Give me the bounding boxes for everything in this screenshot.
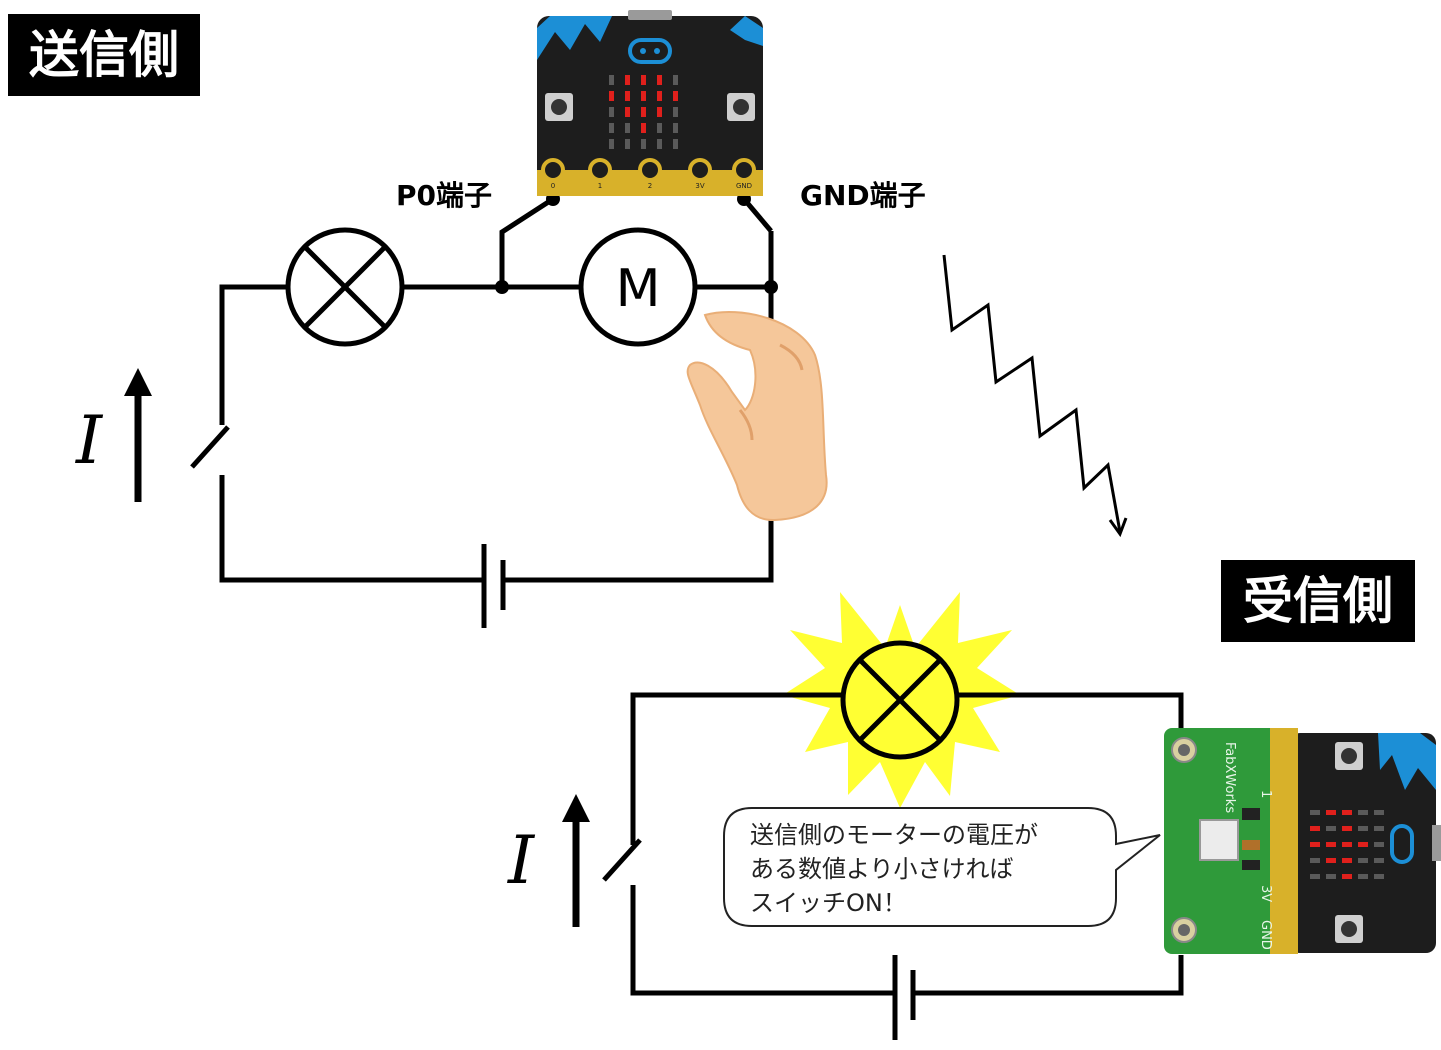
sender-switch-lever <box>190 425 230 469</box>
sender-microbit: 0 1 2 3V GND <box>537 10 763 196</box>
edge-pin-ring <box>688 158 712 182</box>
led-pixel <box>1374 874 1384 879</box>
edge-pin-label: 0 <box>551 182 555 190</box>
receiver-wire-top-right <box>957 692 1184 730</box>
receiver-current-symbol: I <box>508 822 535 899</box>
led-pixel <box>1342 826 1352 831</box>
led-pixel <box>1358 874 1368 879</box>
sender-lamp <box>285 227 405 347</box>
wireless-signal-arrow <box>942 254 1128 538</box>
led-pixel <box>1310 874 1320 879</box>
led-pixel <box>1342 810 1352 815</box>
receiver-wire-bottom-right <box>913 955 1184 996</box>
led-pixel <box>657 75 662 85</box>
led-pixel <box>625 123 630 133</box>
edge-pin-ring <box>588 158 612 182</box>
led-pixel <box>1342 842 1352 847</box>
led-pixel <box>1326 826 1336 831</box>
led-pixel <box>609 107 614 117</box>
led-pixel <box>1326 858 1336 863</box>
led-pixel <box>673 139 678 149</box>
board-silk-pin-3v: 3V <box>1258 885 1273 902</box>
led-pixel <box>673 107 678 117</box>
board-silk-pin-gnd: GND <box>1258 920 1273 950</box>
led-pixel <box>625 107 630 117</box>
led-pixel <box>1358 810 1368 815</box>
led-pixel <box>625 75 630 85</box>
receiver-microbit <box>1290 733 1441 953</box>
receiver-switch-lever <box>602 838 642 882</box>
led-pixel <box>657 139 662 149</box>
led-pixel <box>1326 874 1336 879</box>
sender-junction-dot-right <box>764 280 778 294</box>
receiver-relay-board: FabXWorks 1 3V GND <box>1164 728 1298 954</box>
led-pixel <box>1326 810 1336 815</box>
speech-bubble-text: 送信側のモーターの電圧が ある数値より小さければ スイッチON！ <box>750 821 1038 917</box>
sender-edge-pins: 0 1 2 3V GND <box>541 158 756 190</box>
edge-pin-label: 2 <box>648 182 652 190</box>
sender-title: 送信側 <box>8 14 200 96</box>
led-pixel <box>1310 810 1320 815</box>
led-pixel <box>1342 858 1352 863</box>
led-pixel <box>641 139 646 149</box>
receiver-circuit <box>602 692 1184 1040</box>
receiver-wire-top-left <box>630 692 843 845</box>
sender-current-symbol: I <box>76 402 103 479</box>
led-pixel <box>609 91 614 101</box>
edge-pin-ring <box>541 158 565 182</box>
edge-pin-label: 1 <box>598 182 602 190</box>
receiver-wire-bottom-left <box>630 885 895 996</box>
sender-led-matrix <box>609 75 678 149</box>
led-pixel <box>673 123 678 133</box>
led-pixel <box>1358 858 1368 863</box>
receiver-lamp <box>840 640 960 760</box>
edge-pin-ring <box>732 158 756 182</box>
led-pixel <box>1374 826 1384 831</box>
edge-pin-label: GND <box>736 182 752 190</box>
p0-terminal-label: P0端子 <box>396 179 493 212</box>
led-pixel <box>657 107 662 117</box>
led-pixel <box>609 139 614 149</box>
led-pixel <box>1342 874 1352 879</box>
sender-wire-top-left <box>219 284 288 425</box>
receiver-led-matrix <box>1310 810 1384 879</box>
led-pixel <box>609 75 614 85</box>
led-pixel <box>1374 858 1384 863</box>
led-pixel <box>625 91 630 101</box>
hand-illustration <box>686 311 828 522</box>
led-pixel <box>609 123 614 133</box>
led-pixel <box>657 123 662 133</box>
receiver-current-arrow <box>562 794 590 927</box>
led-pixel <box>641 107 646 117</box>
led-pixel <box>1374 842 1384 847</box>
sender-junction-dot-left <box>495 280 509 294</box>
led-pixel <box>1310 858 1320 863</box>
gnd-terminal-label: GND端子 <box>800 179 926 212</box>
led-pixel <box>673 75 678 85</box>
led-pixel <box>1374 810 1384 815</box>
led-pixel <box>1310 842 1320 847</box>
led-pixel <box>657 91 662 101</box>
led-pixel <box>1358 842 1368 847</box>
led-pixel <box>641 91 646 101</box>
led-pixel <box>1326 842 1336 847</box>
edge-pin-ring <box>638 158 662 182</box>
led-pixel <box>673 91 678 101</box>
led-pixel <box>641 75 646 85</box>
led-pixel <box>1310 826 1320 831</box>
sender-wire-bottom-left <box>219 475 484 583</box>
sender-motor: M <box>578 227 698 347</box>
led-pixel <box>625 139 630 149</box>
led-pixel <box>1358 826 1368 831</box>
speech-bubble <box>723 807 1161 927</box>
motor-symbol: M <box>616 259 661 319</box>
sender-p0-lead <box>499 196 555 287</box>
led-pixel <box>641 123 646 133</box>
edge-pin-label: 3V <box>695 182 704 190</box>
board-silk-brand: FabXWorks <box>1222 742 1237 813</box>
receiver-title: 受信側 <box>1221 560 1415 642</box>
board-silk-pin-1: 1 <box>1258 790 1273 798</box>
sender-current-arrow <box>124 368 152 502</box>
